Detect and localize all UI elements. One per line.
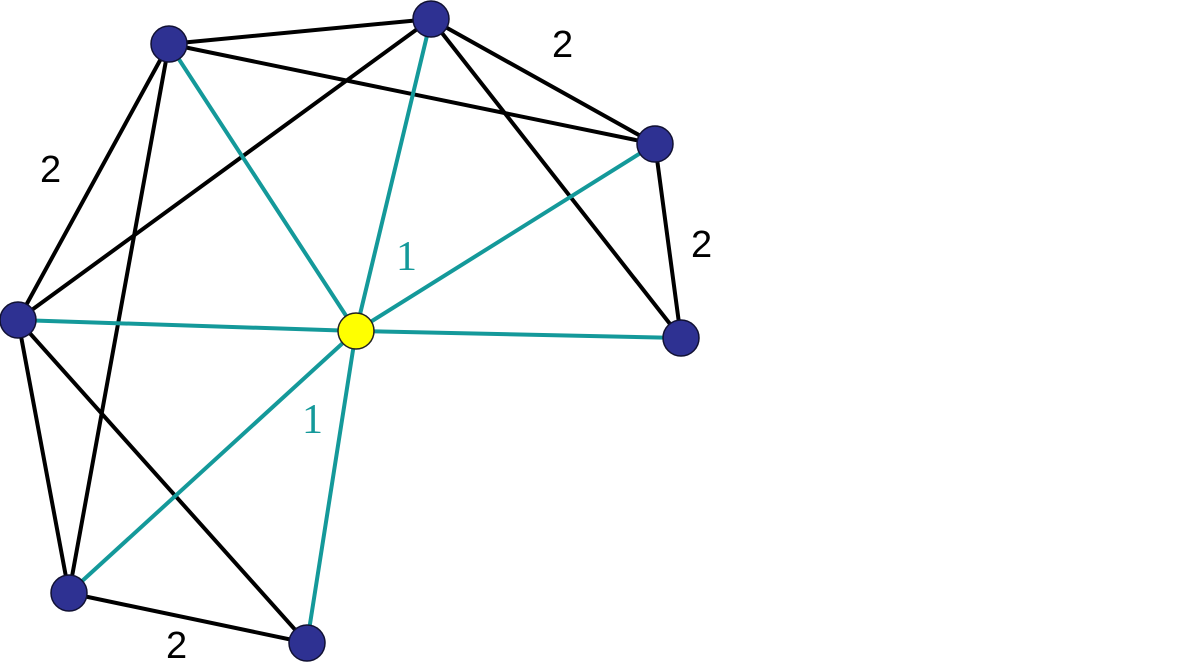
label-center-lower: 1 [302,397,323,443]
edge-center-n7 [305,329,358,645]
edge-n1-n6 [67,42,171,595]
edge-center-n4 [354,329,683,340]
edge-center-n3 [354,142,657,333]
edge-center-n5 [16,318,358,333]
edge-center-n6 [67,329,358,595]
node-bottom-left [50,574,88,612]
edge-labels: 2 2 2 2 1 1 [40,24,712,664]
edge-n6-n7 [67,591,309,645]
node-top-left [150,25,188,63]
edge-center-n2 [354,17,433,333]
black-edges [16,17,683,645]
node-bottom [288,624,326,662]
node-center [337,312,375,350]
node-right [662,319,700,357]
edge-n5-n7 [16,318,309,645]
edge-n2-n3 [429,17,657,146]
label-left: 2 [40,149,61,191]
edge-n5-n6 [16,318,71,595]
edge-center-n1 [167,42,358,333]
node-upper-right [636,125,674,163]
edge-n2-n5 [16,17,433,322]
label-right: 2 [691,224,712,266]
edge-n1-n2 [167,17,433,46]
weight-one-edges [16,17,683,645]
edge-n1-n5 [16,42,171,322]
nodes [0,0,700,662]
label-top-right: 2 [552,24,573,66]
edge-n3-n4 [653,142,683,340]
node-top [412,0,450,38]
label-bottom: 2 [166,625,187,664]
label-center-upper: 1 [396,234,417,280]
edge-n2-n4 [429,17,683,340]
node-left [0,301,37,339]
